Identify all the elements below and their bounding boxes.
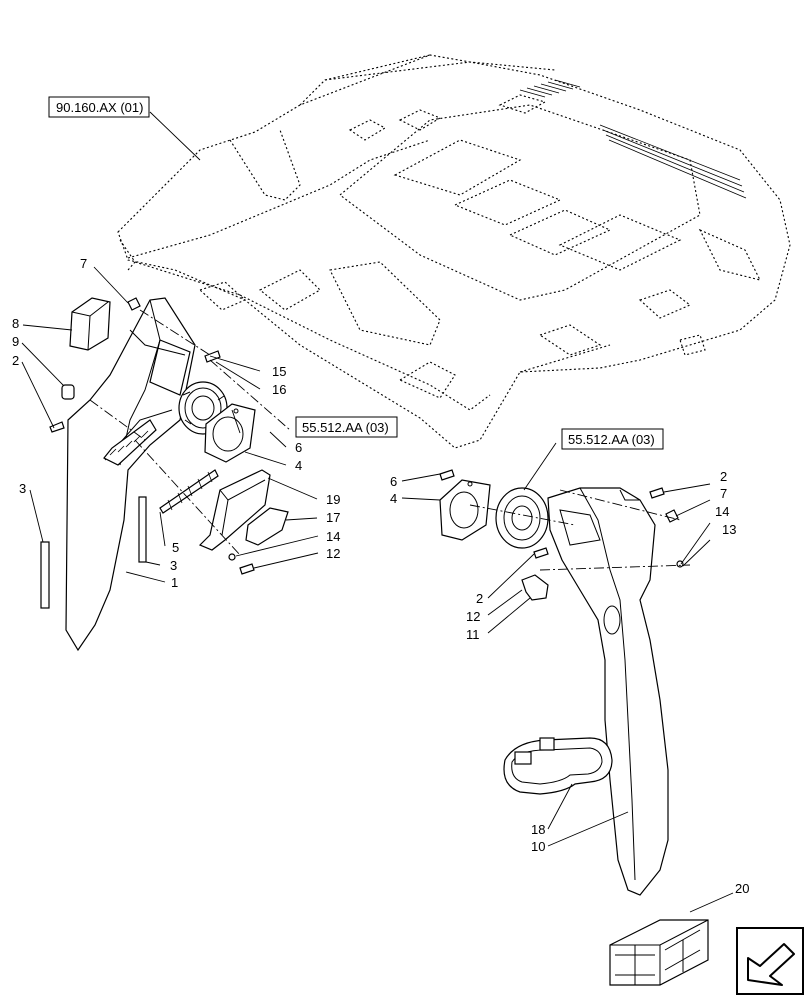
callout-17: 17	[326, 510, 340, 525]
callout-14: 14	[326, 529, 340, 544]
callout-18: 18	[531, 822, 545, 837]
reference-label: 55.512.AA (03)	[302, 420, 389, 435]
callout-15: 15	[272, 364, 286, 379]
clip-7-left	[127, 297, 141, 311]
speaker-ring-4-right	[439, 479, 491, 541]
callout-16: 16	[272, 382, 286, 397]
callout-1: 1	[171, 575, 178, 590]
callout-9: 9	[12, 334, 19, 349]
clip-14-right	[676, 560, 684, 568]
left-pillar-assembly	[40, 297, 291, 652]
parts-kit-crate-icon	[609, 919, 709, 986]
clip-14-left	[228, 553, 236, 561]
screw-2-left	[49, 421, 65, 433]
clip-9	[61, 384, 75, 400]
callout-12: 12	[466, 609, 480, 624]
screw-2-right-mid	[533, 547, 549, 559]
callout-3: 3	[19, 481, 26, 496]
reference-box-headliner[interactable]: 90.160.AX (01)	[48, 96, 150, 118]
callout-3: 3	[170, 558, 177, 573]
next-page-arrow-icon[interactable]	[736, 927, 804, 995]
reference-box-speaker-left[interactable]: 55.512.AA (03)	[295, 416, 398, 438]
callout-12: 12	[326, 546, 340, 561]
callout-20: 20	[735, 881, 749, 896]
clip-7-right	[665, 509, 679, 523]
callout-2: 2	[720, 469, 727, 484]
callout-19: 19	[326, 492, 340, 507]
screw-2-right-top	[649, 487, 665, 499]
callout-5: 5	[172, 540, 179, 555]
callout-10: 10	[531, 839, 545, 854]
mounting-rail-5	[159, 469, 219, 514]
callout-13: 13	[722, 522, 736, 537]
cover-17	[245, 507, 289, 546]
callout-7: 7	[720, 486, 727, 501]
right-pillar-assembly	[439, 469, 691, 896]
reference-box-speaker-right[interactable]: 55.512.AA (03)	[561, 428, 664, 450]
callout-4: 4	[295, 458, 302, 473]
callout-6: 6	[295, 440, 302, 455]
reference-label: 55.512.AA (03)	[568, 432, 655, 447]
speaker-ring-4-left	[204, 403, 256, 463]
callout-2: 2	[476, 591, 483, 606]
screw-12-left	[239, 563, 255, 575]
pillar-trim-panel-10	[547, 487, 669, 896]
strap-18	[503, 737, 613, 795]
callout-6: 6	[390, 474, 397, 489]
callout-7: 7	[80, 256, 87, 271]
callout-labels: 7 8 9 2 3 15 16 6 4 19 17 5 3 14 12 1 6 …	[12, 256, 749, 896]
callout-14: 14	[715, 504, 729, 519]
foam-pad	[69, 297, 111, 351]
seal-strip-3	[40, 496, 147, 609]
screw-6-right	[439, 469, 455, 481]
headliner-assembly	[117, 54, 791, 449]
reference-label: 90.160.AX (01)	[56, 100, 143, 115]
callout-4: 4	[390, 491, 397, 506]
callout-11: 11	[466, 627, 480, 642]
callout-2: 2	[12, 353, 19, 368]
callout-8: 8	[12, 316, 19, 331]
speaker-right	[495, 487, 549, 549]
leader-lines	[21, 111, 734, 913]
pillar-trim-panel-1	[65, 297, 196, 652]
bracket-11	[521, 574, 549, 601]
headliner-vent-grille	[519, 79, 747, 199]
